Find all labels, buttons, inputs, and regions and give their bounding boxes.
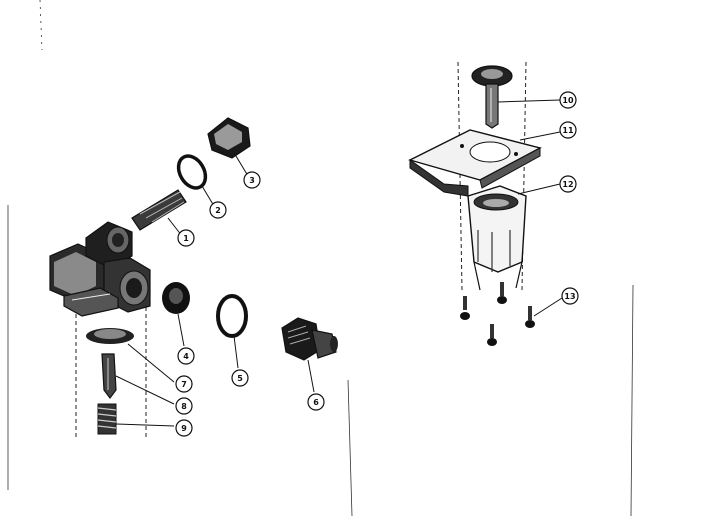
callout-11: 11 — [559, 121, 577, 139]
callout-8-label: 8 — [181, 402, 187, 411]
o-ring-small — [176, 154, 215, 207]
callout-1-label: 1 — [183, 234, 189, 243]
callout-6-label: 6 — [313, 398, 319, 407]
pin-part — [101, 353, 175, 405]
callout-12: 12 — [559, 175, 577, 193]
mounting-plate — [408, 129, 561, 197]
callout-9: 9 — [175, 419, 193, 437]
plunger-part — [471, 65, 561, 129]
screws-part — [460, 282, 563, 346]
screen-part — [131, 189, 187, 237]
callout-12-label: 12 — [562, 180, 573, 189]
callout-10-label: 10 — [562, 96, 574, 105]
callout-2-label: 2 — [215, 206, 221, 215]
callout-4-label: 4 — [183, 352, 189, 361]
callout-6: 6 — [307, 393, 325, 411]
diaphragm-part — [86, 328, 175, 383]
callout-13: 13 — [561, 287, 579, 305]
callout-3: 3 — [243, 171, 261, 189]
spring-part — [97, 403, 175, 435]
scan-lines — [7, 0, 634, 516]
callout-11-label: 11 — [562, 126, 574, 135]
fitting-part — [281, 317, 338, 393]
callout-13-label: 13 — [564, 292, 575, 301]
callout-3-label: 3 — [249, 176, 255, 185]
callout-9-label: 9 — [181, 424, 187, 433]
callout-4: 4 — [177, 347, 195, 365]
valve-body — [49, 221, 151, 440]
housing-cup — [467, 183, 561, 291]
callout-7-label: 7 — [181, 380, 187, 389]
callout-5-label: 5 — [237, 374, 243, 383]
callout-1: 1 — [177, 229, 195, 247]
o-ring-large — [216, 294, 248, 369]
callout-10: 10 — [559, 91, 577, 109]
callout-8: 8 — [175, 397, 193, 415]
seal-disk — [162, 282, 190, 347]
callout-2: 2 — [209, 201, 227, 219]
callout-5: 5 — [231, 369, 249, 387]
cap-part — [207, 117, 251, 177]
callout-7: 7 — [175, 375, 193, 393]
